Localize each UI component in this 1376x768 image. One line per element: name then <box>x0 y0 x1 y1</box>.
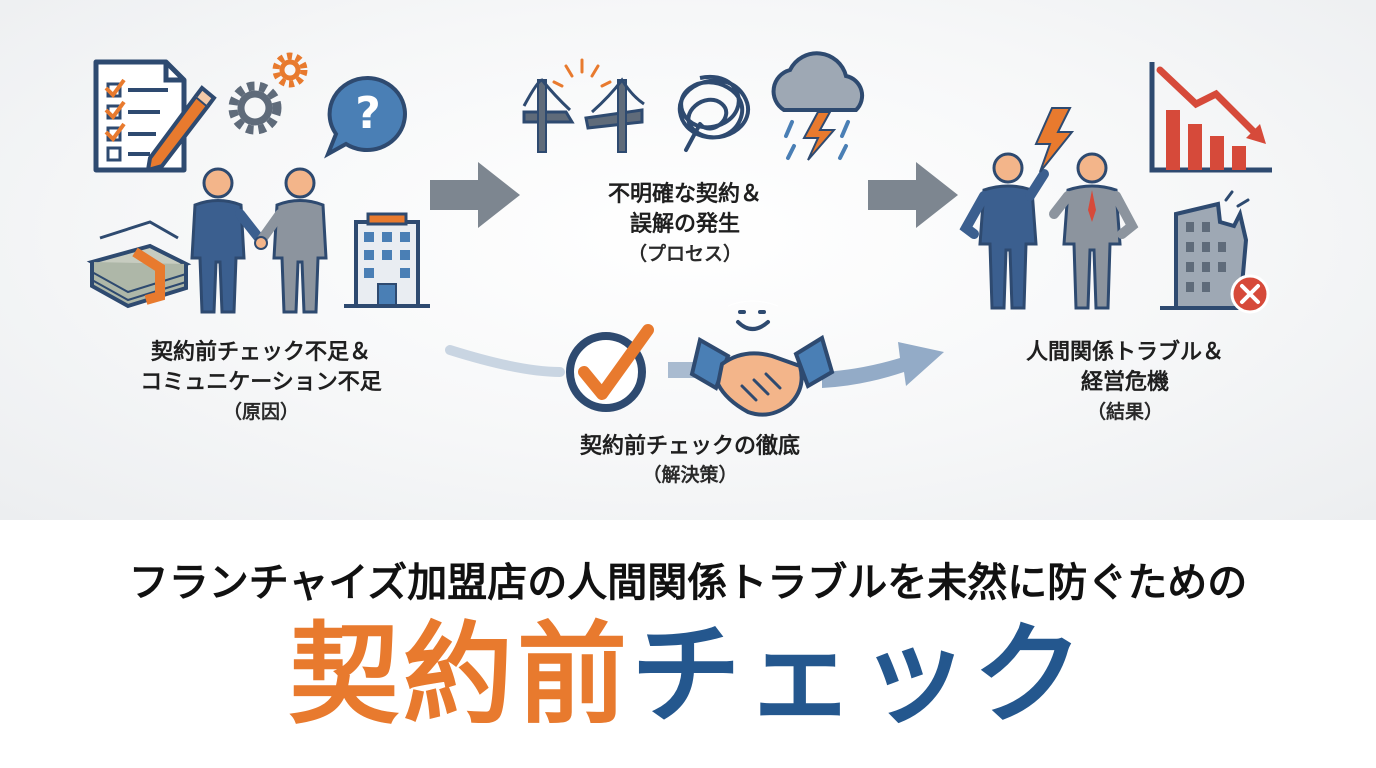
result-line1: 人間関係トラブル＆ <box>1025 340 1224 365</box>
handshake-people-icon <box>190 167 328 314</box>
solution-tag: （解決策） <box>642 464 738 487</box>
storm-cloud-icon <box>771 51 865 161</box>
process-tag: （プロセス） <box>627 242 742 265</box>
process-line1: 不明確な契約＆ <box>607 182 762 207</box>
smile-icon <box>727 300 779 331</box>
result-label: 人間関係トラブル＆ 経営危機 （結果） <box>990 338 1260 425</box>
result-tag: （結果） <box>1086 400 1163 423</box>
declining-chart-icon <box>1149 62 1272 173</box>
arrow-cause-to-process <box>430 162 520 228</box>
pencil-icon <box>146 85 217 172</box>
cause-label: 契約前チェック不足＆ コミュニケーション不足 （原因） <box>86 338 436 425</box>
headline: フランチャイズ加盟店の人間関係トラブルを未然に防ぐための <box>128 560 1248 606</box>
svg-text:?: ? <box>355 88 381 139</box>
arguing-people-icon <box>959 152 1139 310</box>
error-icon <box>1230 274 1270 314</box>
gears-icon <box>228 52 308 135</box>
process-line2: 誤解の発生 <box>629 212 740 238</box>
tangle-icon <box>677 74 750 152</box>
title-blue: チェック <box>631 611 1087 739</box>
broken-bridge-icon <box>522 58 645 153</box>
question-bubble-icon: ? <box>324 75 407 159</box>
result-line2: 経営危機 <box>1080 370 1169 396</box>
title-orange: 契約前 <box>289 611 631 739</box>
process-label: 不明確な契約＆ 誤解の発生 （プロセス） <box>560 180 810 267</box>
office-building-icon <box>344 212 430 308</box>
handshake-icon <box>689 334 835 417</box>
page-title: 契約前チェック <box>0 600 1376 750</box>
arrow-process-to-result <box>868 162 958 228</box>
lightning-icon <box>1034 107 1075 173</box>
damaged-building-icon <box>1160 190 1250 310</box>
checkmark-circle-icon <box>566 324 654 412</box>
cause-line1: 契約前チェック不足＆ <box>150 340 371 365</box>
money-stack-icon <box>86 220 192 309</box>
diagram-art: ? <box>86 51 1272 417</box>
cause-tag: （原因） <box>222 400 299 423</box>
solution-line1: 契約前チェックの徹底 <box>579 434 800 459</box>
cause-line2: コミュニケーション不足 <box>140 370 382 396</box>
solution-label: 契約前チェックの徹底 （解決策） <box>540 432 840 489</box>
title-area <box>0 520 1376 768</box>
